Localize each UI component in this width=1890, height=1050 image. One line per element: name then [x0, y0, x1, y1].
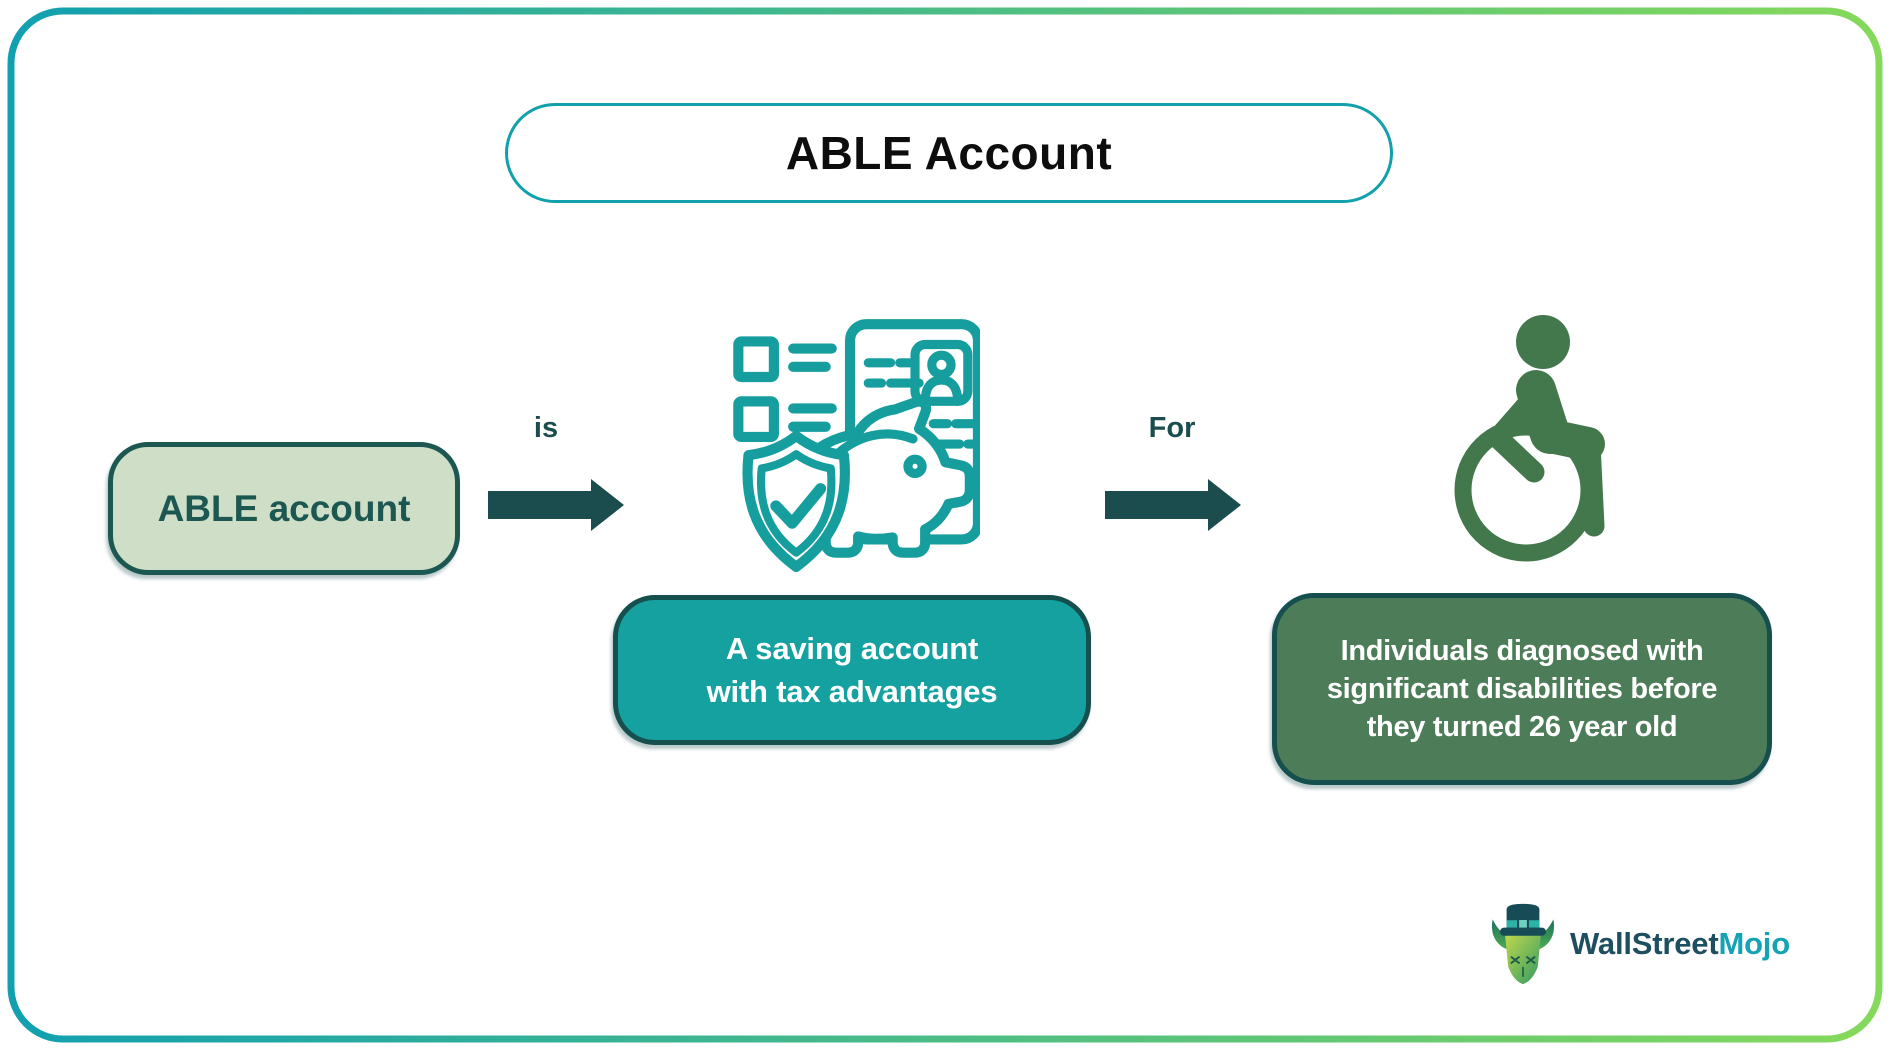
bull-logo-icon: [1491, 903, 1555, 985]
shield-check-icon: [742, 430, 850, 572]
logo-text-mojo: Mojo: [1718, 926, 1790, 961]
wheelchair-icon: [1454, 315, 1605, 562]
source-box-label: ABLE account: [157, 487, 411, 529]
wallstreetmojo-logo: WallStreetMojo: [1486, 903, 1790, 985]
arrow-right-icon: [488, 479, 624, 531]
definition-text: A saving account with tax advantages: [706, 630, 998, 709]
page-title: ABLE Account: [785, 127, 1113, 179]
arrow2-label: For: [1148, 412, 1196, 444]
arrow1-label: is: [533, 412, 559, 444]
beneficiary-box: Individuals diagnosed with significant d…: [1272, 593, 1772, 785]
savings-account-icon: [733, 319, 980, 572]
title-box: ABLE Account: [505, 103, 1393, 203]
definition-box: A saving account with tax advantages: [613, 595, 1091, 745]
checklist-icon: [733, 336, 837, 442]
beneficiary-text: Individuals diagnosed with significant d…: [1326, 634, 1718, 744]
logo-wordmark: WallStreetMojo: [1570, 926, 1790, 962]
logo-text-wallstreet: WallStreet: [1570, 926, 1719, 961]
source-box: ABLE account: [108, 442, 460, 575]
arrow-right-icon: [1105, 479, 1241, 531]
